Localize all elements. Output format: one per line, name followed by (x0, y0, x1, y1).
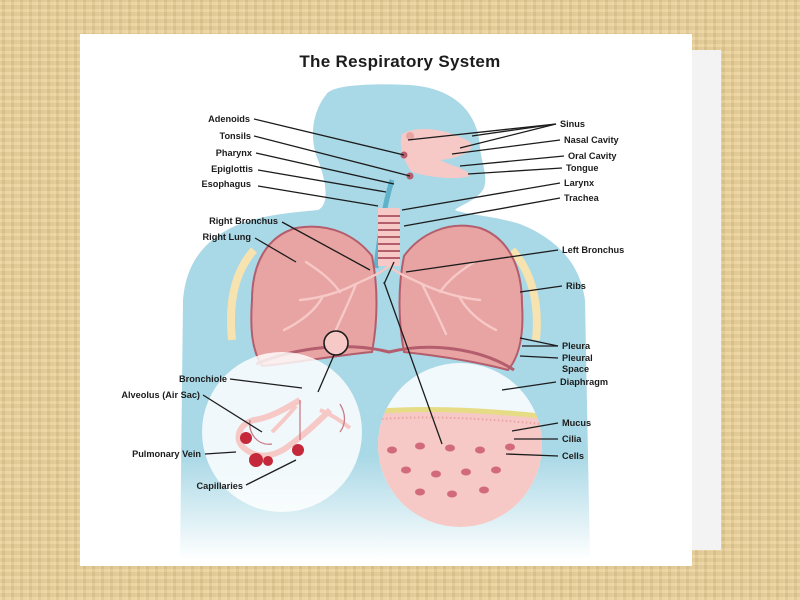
label-cells: Cells (562, 451, 584, 461)
label-bronchiole: Bronchiole (179, 374, 227, 384)
right-lung-shape (250, 225, 378, 368)
label-pleural-space-line1: Pleural (562, 353, 593, 363)
label-mucus: Mucus (562, 418, 591, 428)
label-larynx: Larynx (564, 178, 595, 188)
sinus-spot (406, 132, 414, 140)
label-diaphragm: Diaphragm (560, 377, 608, 387)
bronchial-tree (282, 260, 498, 336)
label-capillaries: Capillaries (197, 481, 243, 491)
label-pharynx: Pharynx (216, 148, 253, 158)
label-trachea: Trachea (564, 193, 600, 203)
label-oral-cavity: Oral Cavity (568, 151, 617, 161)
label-pleural-space-line2: Space (562, 364, 589, 374)
label-left-bronchus: Left Bronchus (562, 245, 624, 255)
label-cilia: Cilia (562, 434, 582, 444)
leader-lines (202, 118, 565, 486)
blood-cell-4 (292, 444, 304, 456)
alveolus-zoom-circle (202, 352, 362, 512)
alveolus-detail (235, 397, 352, 459)
label-nasal-cavity: Nasal Cavity (564, 135, 620, 145)
label-esophagus: Esophagus (201, 179, 251, 189)
label-alveolus: Alveolus (Air Sac) (121, 390, 200, 400)
blood-cell-2 (249, 453, 263, 467)
label-pleura: Pleura (562, 341, 591, 351)
ribs-shape-left (227, 247, 258, 341)
label-epiglottis: Epiglottis (211, 164, 253, 174)
zoom-circle (323, 330, 349, 356)
trachea-rings (378, 215, 400, 259)
label-right-bronchus: Right Bronchus (209, 216, 278, 226)
label-sinus: Sinus (560, 119, 585, 129)
label-adenoids: Adenoids (208, 114, 250, 124)
label-ribs: Ribs (566, 281, 586, 291)
diagram-title: The Respiratory System (299, 52, 501, 71)
nasal-cavity-region (400, 128, 472, 179)
label-right-lung: Right Lung (203, 232, 251, 242)
label-tongue: Tongue (566, 163, 599, 173)
blood-cell-1 (240, 432, 252, 444)
label-tonsils: Tonsils (220, 131, 251, 141)
blood-cell-3 (263, 456, 273, 466)
label-pulmonary-vein: Pulmonary Vein (132, 449, 201, 459)
diaphragm-shape (255, 345, 515, 372)
